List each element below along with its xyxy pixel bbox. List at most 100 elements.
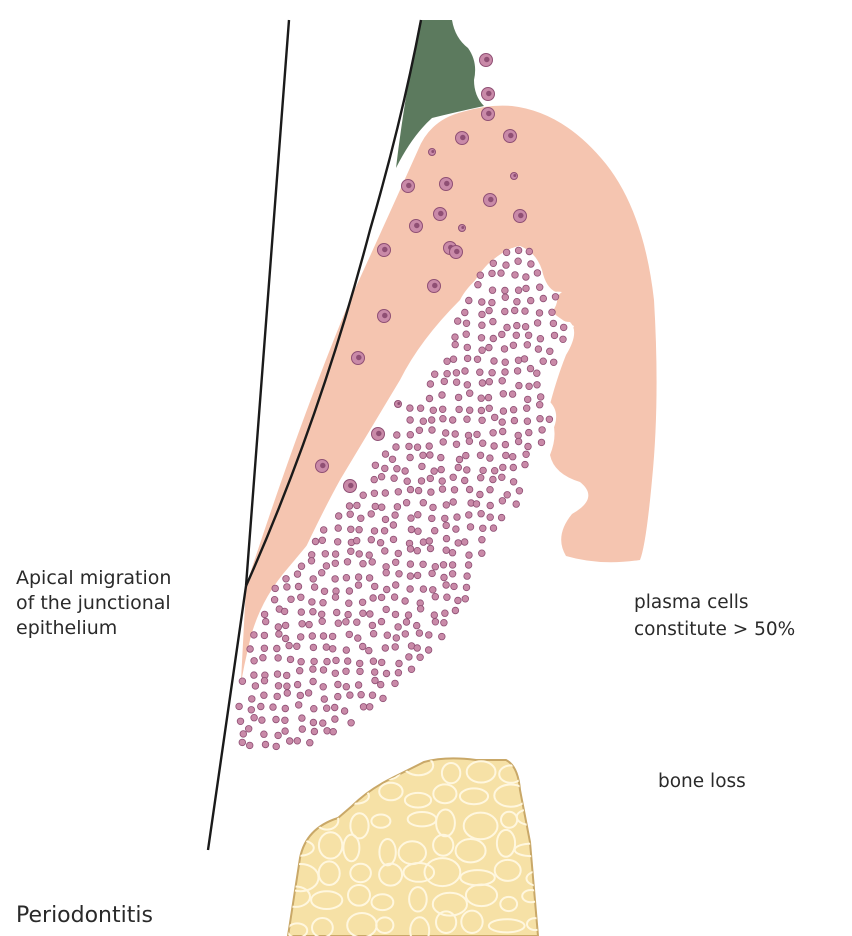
- infiltrate-cell: [258, 703, 265, 710]
- infiltrate-cell: [273, 743, 280, 750]
- infiltrate-cell: [332, 576, 339, 583]
- infiltrate-cell: [334, 539, 341, 546]
- infiltrate-cell: [516, 488, 523, 495]
- infiltrate-cell: [452, 341, 459, 348]
- infiltrate-cell: [522, 461, 529, 468]
- infiltrate-cell: [382, 451, 389, 458]
- infiltrate-cell: [455, 540, 462, 547]
- infiltrate-cell: [515, 357, 522, 364]
- infiltrate-cell: [414, 645, 421, 652]
- infiltrate-cell: [329, 646, 336, 653]
- infiltrate-cell: [330, 728, 337, 735]
- plasma-cells-label: plasma cells constitute > 50%: [634, 589, 795, 643]
- infiltrate-cell: [513, 332, 520, 339]
- infiltrate-cell: [282, 705, 289, 712]
- infiltrate-cell: [377, 681, 384, 688]
- infiltrate-cell: [344, 559, 351, 566]
- infiltrate-cell: [310, 678, 317, 685]
- infiltrate-cell: [332, 551, 339, 558]
- infiltrate-cell: [298, 609, 305, 616]
- infiltrate-cell: [466, 407, 473, 414]
- infiltrate-cell: [377, 539, 384, 546]
- infiltrate-cell: [275, 624, 282, 631]
- infiltrate-cell: [552, 294, 559, 301]
- infiltrate-cell: [358, 515, 365, 522]
- infiltrate-cell: [392, 512, 399, 519]
- infiltrate-cell: [464, 416, 471, 423]
- bone-trabecula: [344, 759, 374, 781]
- infiltrate-cell: [429, 570, 436, 577]
- infiltrate-cell: [431, 612, 438, 619]
- infiltrate-cell: [370, 630, 377, 637]
- infiltrate-cell: [261, 611, 268, 618]
- infiltrate-cell: [427, 381, 434, 388]
- infiltrate-cell: [249, 696, 256, 703]
- infiltrate-cell: [441, 619, 448, 626]
- infiltrate-cell: [309, 633, 316, 640]
- infiltrate-cell: [274, 645, 281, 652]
- infiltrate-cell: [487, 502, 494, 509]
- plasma-cell: [378, 244, 391, 257]
- infiltrate-cell: [549, 309, 556, 316]
- infiltrate-cell: [467, 524, 474, 531]
- infiltrate-cell: [311, 658, 318, 665]
- infiltrate-cell: [439, 392, 446, 399]
- infiltrate-cell: [396, 660, 403, 667]
- infiltrate-cell: [479, 347, 486, 354]
- infiltrate-cell: [537, 415, 544, 422]
- infiltrate-cell: [491, 467, 498, 474]
- infiltrate-cell: [366, 575, 373, 582]
- infiltrate-cell: [420, 539, 427, 546]
- infiltrate-cell: [417, 405, 424, 412]
- infiltrate-cell: [416, 630, 423, 637]
- infiltrate-cell: [282, 728, 289, 735]
- infiltrate-cell: [310, 666, 317, 673]
- infiltrate-cell: [516, 382, 523, 389]
- infiltrate-cell: [546, 416, 553, 423]
- infiltrate-cell: [431, 371, 438, 378]
- plasma-cell: [482, 88, 495, 101]
- infiltrate-cell: [486, 378, 493, 385]
- infiltrate-cell: [380, 695, 387, 702]
- infiltrate-cell: [513, 501, 520, 508]
- infiltrate-cell: [319, 618, 326, 625]
- infiltrate-cell: [344, 658, 351, 665]
- junctional-epithelium-label: Apical migration of the junctional epith…: [16, 566, 171, 641]
- infiltrate-cell: [441, 378, 448, 385]
- infiltrate-cell: [432, 563, 439, 570]
- infiltrate-cell: [462, 368, 469, 375]
- infiltrate-cell: [332, 560, 339, 567]
- infiltrate-cell: [343, 574, 350, 581]
- infiltrate-cell: [527, 365, 534, 372]
- infiltrate-cell: [478, 407, 485, 414]
- infiltrate-cell: [357, 668, 364, 675]
- infiltrate-cell: [540, 295, 547, 302]
- infiltrate-cell: [275, 732, 282, 739]
- infiltrate-cell: [466, 390, 473, 397]
- infiltrate-cell: [478, 510, 485, 517]
- infiltrate-cell: [394, 465, 401, 472]
- infiltrate-cell: [360, 610, 367, 617]
- bone-trabecula: [378, 756, 401, 779]
- infiltrate-cell: [449, 571, 456, 578]
- infiltrate-cell: [522, 323, 529, 330]
- plasma-cells-label-line-2: constitute > 50%: [634, 616, 795, 643]
- bone-trabecula: [525, 785, 551, 808]
- infiltrate-cell: [466, 297, 473, 304]
- infiltrate-cell: [430, 587, 437, 594]
- infiltrate-cell: [382, 490, 389, 497]
- infiltrate-cell: [491, 358, 498, 365]
- infiltrate-cell: [274, 671, 281, 678]
- infiltrate-cell: [474, 431, 481, 438]
- infiltrate-cell: [449, 417, 456, 424]
- infiltrate-cell: [283, 672, 290, 679]
- infiltrate-cell: [511, 417, 518, 424]
- infiltrate-cell: [308, 558, 315, 565]
- infiltrate-cell: [382, 465, 389, 472]
- infiltrate-cell: [487, 486, 494, 493]
- infiltrate-cell: [486, 344, 493, 351]
- infiltrate-cell: [262, 618, 269, 625]
- infiltrate-cell: [487, 514, 494, 521]
- infiltrate-cell: [360, 704, 367, 711]
- infiltrate-cell: [441, 574, 448, 581]
